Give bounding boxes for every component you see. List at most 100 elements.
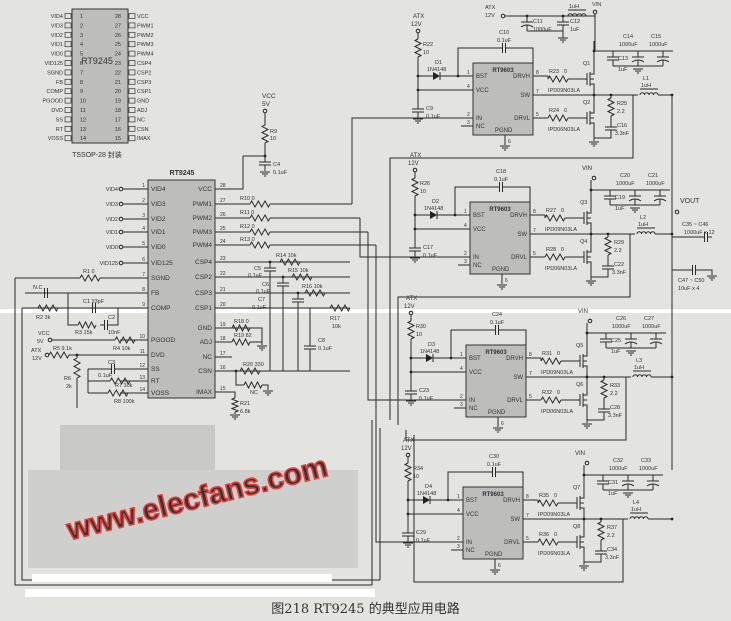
phase-3-ci-label: C25 [611, 338, 621, 344]
c2-value: 10nF [108, 330, 121, 336]
phase-2-ce2-label: C21 [648, 173, 658, 179]
source [583, 365, 588, 373]
package-pin-number: 14 [80, 136, 86, 142]
controller-pin-name: VID1 [151, 229, 166, 236]
wire [359, 218, 470, 258]
wire [389, 95, 634, 420]
source [590, 122, 595, 130]
package-pin [64, 22, 72, 29]
c3-label: C3 [108, 360, 115, 366]
phase-4-ce1-label: C32 [613, 458, 623, 464]
c1-label: C1 33pF [83, 299, 105, 305]
controller-pin-name: PWM4 [193, 242, 213, 249]
phase-1-inductor-value: 1uH [641, 83, 651, 89]
phase-3-pin-name: SW [513, 375, 523, 381]
package-pin-name: VID0 [51, 52, 63, 58]
wire [232, 391, 236, 398]
terminal-icon [591, 175, 597, 181]
source [590, 83, 595, 91]
controller-pin-number: 8 [142, 287, 145, 293]
capacitor-c7 [292, 293, 304, 308]
phase-4-cs-value: 3.3nF [605, 555, 620, 561]
controller-pin-name: CSP3 [195, 290, 212, 297]
r7-label: R7 30k [115, 383, 133, 389]
wire [587, 418, 605, 421]
phase-4-ce2-label: C33 [641, 458, 651, 464]
wire [232, 156, 244, 190]
phase-4-resistor-r35 [537, 498, 559, 508]
phase-1-resistor-r25 [606, 97, 616, 117]
resistor-r9 [260, 124, 270, 144]
phase-1-pin-name: PGND [495, 128, 513, 134]
controller-pin-name: GND [198, 325, 213, 332]
package-pin-name: SGND [47, 70, 63, 76]
ground-icon [589, 141, 599, 147]
phase-4-rl-value: 0 [554, 532, 557, 538]
phase-3-resistor-r30 [406, 320, 416, 340]
controller-pin-name: CSP2 [195, 274, 212, 281]
phase-4-mosfet-q8 [573, 530, 585, 554]
phase-3-pin-name: IN [469, 398, 475, 404]
resistor-zigzag [109, 376, 131, 386]
wire [405, 377, 627, 441]
package-pin-name: SS [56, 117, 64, 123]
phase-3-cb-value: 0.1uF [490, 320, 505, 326]
input-inductor [567, 9, 587, 17]
phase-3-resistor-r31 [540, 356, 562, 366]
phase-2-capacitor-c18 [495, 182, 507, 192]
diode [426, 354, 434, 362]
phase-1-rl-value: 0 [564, 108, 567, 114]
vid-input-label: VID2 [106, 217, 118, 223]
phase-3-rs-label: R33 [610, 383, 620, 389]
atx-left-label: ATX [31, 348, 42, 354]
phase-1-qh-part: IPD09N03LA [548, 88, 580, 94]
phase-2-pin-name: SW [517, 232, 527, 238]
drain [587, 245, 592, 253]
phase-4-ce1-value: 1000uF [609, 466, 628, 472]
resistor-zigzag [603, 236, 613, 256]
r9-value: 10 [270, 136, 276, 142]
source [587, 222, 592, 230]
resistor-r20 [239, 366, 261, 376]
package-pin [128, 50, 136, 57]
inductor-coil [639, 92, 659, 96]
controller-pin-name: VID4 [151, 186, 166, 193]
phase-4-pin-name: DRVL [504, 540, 521, 546]
ground-icon [558, 37, 568, 43]
resistor-zigzag [544, 213, 566, 223]
controller-pin-number: 10 [139, 334, 145, 340]
phase-1-inductor-l1 [639, 88, 659, 96]
c7-label: C7 [258, 297, 265, 303]
package-pin-number: 16 [115, 127, 121, 133]
package-pin-number: 18 [115, 108, 121, 114]
resistor-r16 [304, 288, 326, 298]
bulk-cap-label: C35 ~ C46 [682, 222, 708, 228]
resistor-zigzag [230, 397, 240, 413]
package-pin-number: 13 [80, 127, 86, 133]
phase-2-qh-label: Q3 [580, 200, 587, 206]
phase-4-cs-label: C34 [607, 547, 617, 553]
phase-4-capacitor-c33 [646, 475, 660, 490]
phase-2-pin-name: VCC [473, 227, 486, 233]
phase-4-diode-label: D4 [425, 484, 432, 490]
phase-1-resistor-r22 [413, 38, 423, 58]
phase-3-ql-label: Q6 [576, 382, 583, 388]
ground-icon [410, 257, 420, 263]
ground-icon [490, 569, 500, 575]
phase-2-diode-value: 1N4148 [424, 206, 443, 212]
phase-1-capacitor-c15 [656, 51, 670, 66]
wire [351, 117, 473, 204]
phase-2-resistor-r28 [544, 252, 566, 262]
phase-2-pin-name: BST [473, 213, 485, 219]
resistor-r10 [249, 199, 271, 209]
ground-icon [230, 414, 240, 420]
phase-3-capacitor-c25 [600, 333, 612, 348]
terminal-icon [592, 9, 598, 15]
vcc-value: 5V [262, 101, 271, 108]
controller-pin-number: 12 [139, 363, 145, 369]
phase-1-pin-name: IN [476, 116, 482, 122]
phase-3-inductor-label: L3 [636, 358, 642, 364]
phase-2-cs-value: 3.3nF [612, 270, 627, 276]
resistor-zigzag [37, 303, 59, 313]
phase-4-pin-number: 2 [457, 536, 460, 542]
